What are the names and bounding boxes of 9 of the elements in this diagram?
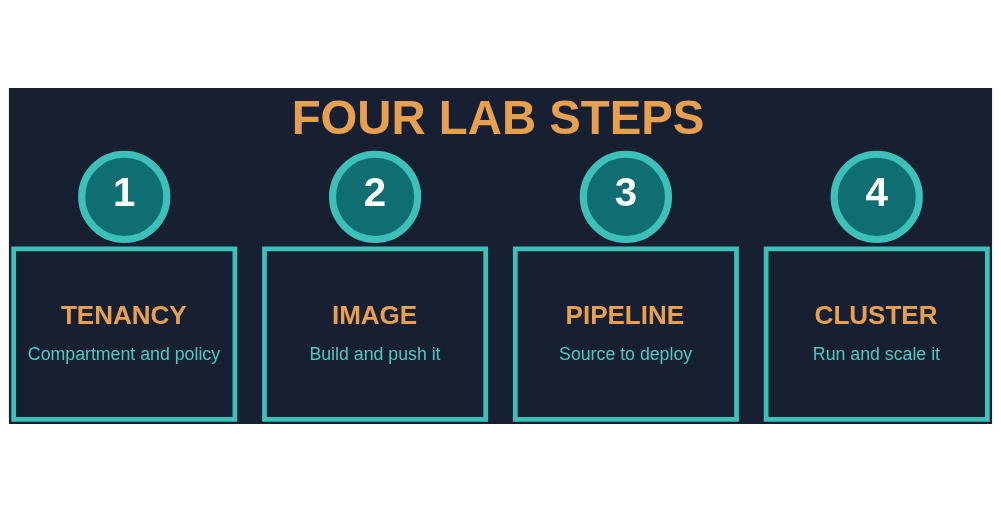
node-box: TENANCY Compartment and policy (11, 246, 238, 422)
node-circle: 2 (328, 150, 422, 243)
node-circle: 3 (579, 150, 673, 243)
node-circle: 1 (78, 150, 171, 243)
node-circle: 4 (830, 150, 923, 243)
node-box: PIPELINE Source to deploy (512, 246, 739, 422)
node-box: CLUSTER Run and scale it (763, 246, 990, 422)
diagram-title: FOUR LAB STEPS (291, 90, 705, 144)
node-box: IMAGE Build and push it (262, 246, 489, 422)
